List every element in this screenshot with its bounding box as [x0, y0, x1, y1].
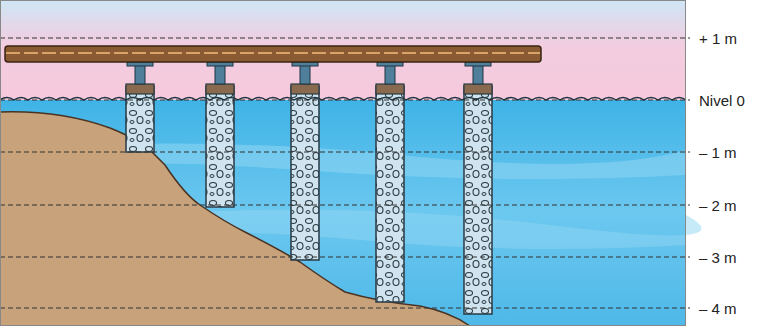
level-label: – 1 m [697, 144, 739, 161]
level-label: + 1 m [697, 30, 739, 47]
level-label: – 3 m [697, 249, 739, 266]
level-label: Nivel 0 [697, 92, 747, 109]
level-label: – 2 m [697, 197, 739, 214]
level-label: – 4 m [697, 300, 739, 317]
